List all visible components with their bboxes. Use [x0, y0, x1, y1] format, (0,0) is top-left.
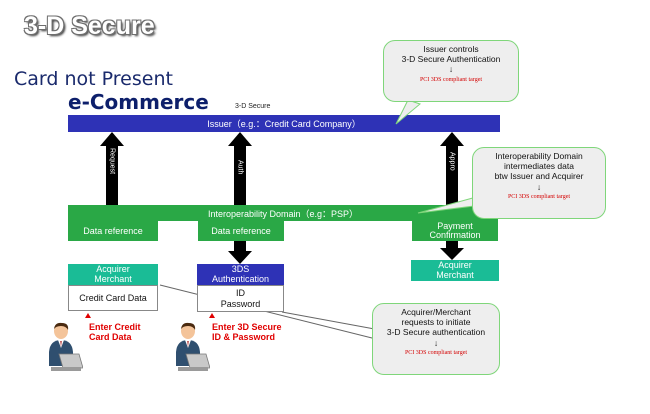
id-password-line1: ID [236, 287, 245, 298]
domain-callout-line3: btw Issuer and Acquirer [494, 171, 584, 182]
domain-callout-pci: PCI 3DS compliant target [507, 193, 571, 200]
down-arrow-3ds [228, 241, 252, 264]
data-reference-box-1: Data reference [68, 221, 158, 241]
request-label: Request [108, 148, 116, 175]
enter-3ds-label: Enter 3D Secure ID & Password [212, 322, 282, 343]
acquirer-callout-line1: Acquirer/Merchant [401, 307, 471, 317]
subtitle-ecommerce: e-Commerce [68, 90, 209, 114]
acquirer-merchant-2-line1: Acquirer [438, 259, 472, 270]
red-up-arrow-1 [85, 313, 91, 318]
payment-confirmation-line1: Payment [437, 220, 473, 231]
acquirer-callout-pci: PCI 3DS compliant target [404, 349, 468, 356]
enter-cc-line1: Enter Credit [89, 322, 141, 332]
auth-arrow [228, 132, 252, 205]
enter-3ds-line1: Enter 3D Secure [212, 322, 282, 332]
acquirer-merchant-2-line2: Merchant [436, 269, 474, 280]
enter-3ds-line2: ID & Password [212, 332, 276, 343]
acquirer-merchant-1-line2: Merchant [94, 273, 132, 284]
payment-confirmation-box: Payment Confirmation [412, 221, 498, 241]
issuer-callout-pci: PCI 3DS compliant target [419, 76, 483, 83]
enter-credit-card-label: Enter Credit Card Data [89, 322, 141, 343]
acquirer-merchant-box-1: Acquirer Merchant [68, 264, 158, 285]
issuer-callout-line2: 3-D Secure Authentication [401, 54, 501, 65]
down-arrow-payment [440, 241, 464, 260]
issuer-bar: Issuer（e.g.：Credit Card Company） [68, 115, 500, 132]
id-password-box: ID Password [197, 285, 284, 312]
issuer-callout-tail [395, 99, 422, 125]
credit-card-data-box: Credit Card Data [68, 285, 158, 311]
acquirer-callout-line2: requests to initiate [401, 317, 471, 328]
page-title: 3-D Secure [24, 12, 155, 40]
acquirer-callout-line3: 3-D Secure authentication [386, 327, 486, 338]
acquirer-callout: Acquirer/Merchant requests to initiate 3… [372, 303, 500, 375]
enter-cc-line2: Card Data [89, 332, 132, 343]
three-d-secure-label: 3-D Secure [235, 103, 271, 110]
issuer-callout: Issuer controls 3-D Secure Authenticatio… [383, 40, 519, 102]
acquirer-merchant-box-2: Acquirer Merchant [411, 260, 499, 281]
auth-label: Auth [236, 160, 244, 175]
person-with-laptop-icon-1 [49, 322, 83, 371]
request-arrow [100, 132, 124, 205]
red-up-arrow-2 [209, 313, 215, 318]
threeds-authentication-box: 3DS Authentication [197, 264, 284, 285]
acquirer-merchant-1-line1: Acquirer [96, 263, 130, 274]
acquirer-callout-connector-1 [159, 284, 381, 341]
acquirer-callout-arrow: ↓ [433, 337, 439, 348]
domain-callout-arrow: ↓ [536, 181, 542, 192]
domain-callout-line1: Interoperability Domain [495, 151, 583, 161]
id-password-line2: Password [220, 298, 261, 309]
domain-callout: Interoperability Domain intermediates da… [472, 147, 606, 219]
threeds-auth-line2: Authentication [211, 273, 270, 284]
interoperability-domain-bar: Interoperability Domain（e.g：PSP） [68, 205, 498, 221]
request-arrow-label: Request [100, 148, 124, 177]
issuer-callout-line1: Issuer controls [423, 44, 479, 54]
approval-arrow [440, 132, 464, 207]
issuer-callout-arrow: ↓ [448, 64, 454, 75]
subtitle-card-not-present: Card not Present [14, 68, 173, 90]
approval-label: Appro [448, 152, 456, 171]
payment-confirmation-line2: Confirmation [429, 230, 481, 240]
acquirer-callout-connector-2 [281, 311, 381, 331]
domain-callout-line2: intermediates data [504, 161, 574, 172]
threeds-auth-line1: 3DS [231, 263, 250, 274]
person-with-laptop-icon-2 [176, 322, 210, 371]
data-reference-box-2: Data reference [198, 221, 284, 241]
